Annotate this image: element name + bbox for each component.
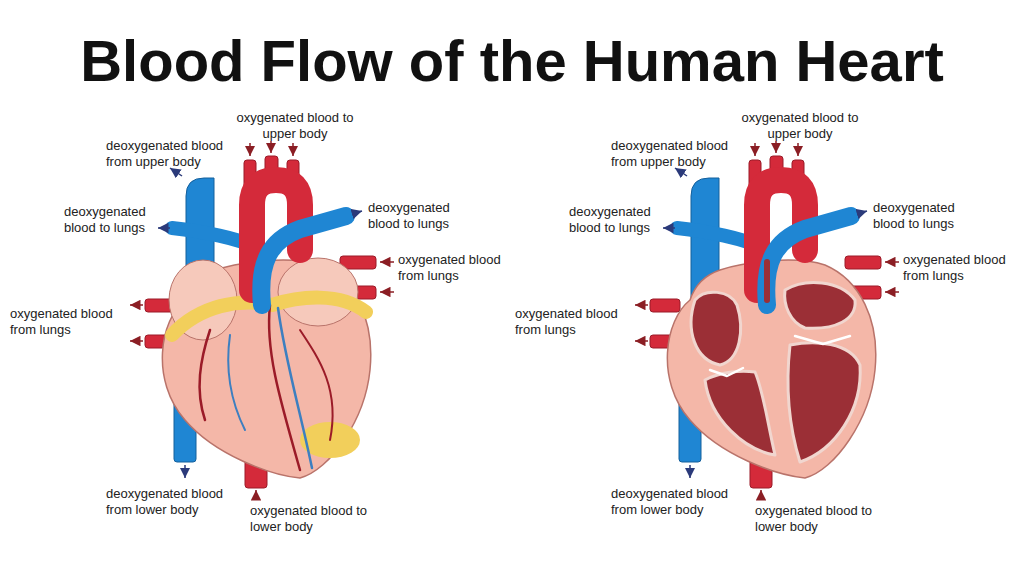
pulmonary-vein bbox=[650, 299, 680, 312]
pulmonary-trunk bbox=[261, 216, 346, 305]
flow-arrow bbox=[292, 143, 294, 156]
heart-section bbox=[635, 141, 899, 500]
flow-arrow bbox=[130, 304, 143, 306]
flow-arrow bbox=[130, 340, 143, 342]
flow-label: oxygenated blood from lungs bbox=[398, 252, 513, 284]
pulmonary-vein bbox=[845, 256, 881, 269]
flow-arrow bbox=[380, 261, 394, 263]
coronary-vein bbox=[278, 308, 312, 468]
flow-label: oxygenated blood to upper body bbox=[235, 110, 355, 142]
flow-label: deoxygenated blood from upper body bbox=[106, 138, 231, 170]
left-atrium bbox=[785, 283, 855, 329]
coronary-artery bbox=[300, 330, 333, 440]
title: Blood Flow of the Human Heart bbox=[0, 28, 1024, 94]
heart-exterior bbox=[130, 141, 394, 500]
flow-label: oxygenated blood from lungs bbox=[903, 252, 1018, 284]
tricuspid-valve bbox=[710, 368, 743, 376]
flow-arrow bbox=[158, 227, 170, 229]
aorta-lumen bbox=[764, 262, 770, 300]
flow-arrow bbox=[689, 465, 691, 478]
flow-label: deoxygenated blood to lungs bbox=[873, 200, 978, 232]
flow-label: deoxygenated blood from upper body bbox=[611, 138, 736, 170]
flow-arrow bbox=[635, 340, 648, 342]
coronary-artery bbox=[200, 330, 210, 420]
flow-arrow bbox=[885, 261, 899, 263]
coronary-vein bbox=[228, 335, 245, 430]
flow-label: deoxygenated blood from lower body bbox=[106, 486, 236, 518]
flow-arrow bbox=[184, 465, 186, 478]
right-ventricle bbox=[705, 371, 775, 455]
flow-label: deoxygenated blood to lungs bbox=[569, 204, 674, 236]
flow-label: oxygenated blood from lungs bbox=[515, 306, 630, 338]
flow-arrow bbox=[270, 141, 272, 153]
flow-arrow bbox=[675, 168, 687, 176]
flow-label: oxygenated blood to lower body bbox=[755, 503, 875, 535]
flow-arrow bbox=[380, 291, 394, 293]
right-atrium bbox=[691, 292, 740, 365]
flow-arrow bbox=[885, 291, 899, 293]
flow-label: deoxygenated blood to lungs bbox=[64, 204, 169, 236]
mitral-valve bbox=[795, 336, 850, 344]
flow-arrow bbox=[663, 227, 675, 229]
flow-arrow bbox=[170, 168, 182, 176]
flow-arrow bbox=[760, 490, 762, 500]
coronary-artery bbox=[269, 305, 300, 470]
flow-arrow bbox=[797, 143, 799, 156]
flow-label: oxygenated blood to upper body bbox=[740, 110, 860, 142]
flow-label: deoxygenated blood to lungs bbox=[368, 200, 473, 232]
flow-arrow bbox=[754, 143, 756, 156]
flow-arrow bbox=[775, 141, 777, 153]
flow-label: deoxygenated blood from lower body bbox=[611, 486, 741, 518]
flow-arrow bbox=[857, 211, 867, 214]
left-ventricle bbox=[788, 343, 860, 462]
flow-arrow bbox=[249, 143, 251, 156]
pulmonary-trunk bbox=[766, 216, 851, 305]
flow-arrow bbox=[352, 211, 362, 214]
flow-label: oxygenated blood to lower body bbox=[250, 503, 370, 535]
flow-arrow bbox=[635, 304, 648, 306]
flow-label: oxygenated blood from lungs bbox=[10, 306, 125, 338]
flow-arrow bbox=[255, 490, 257, 500]
